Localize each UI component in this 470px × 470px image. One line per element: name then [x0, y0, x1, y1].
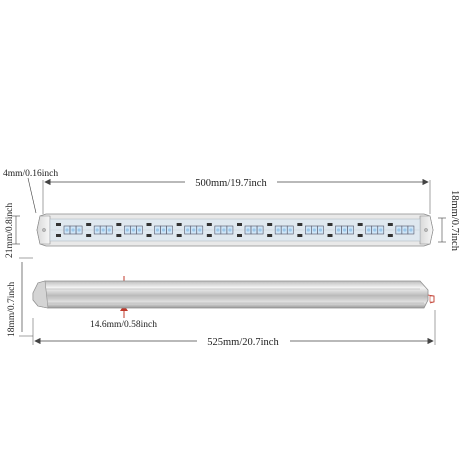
led-group [297, 223, 324, 237]
led-group [146, 223, 173, 237]
led-group [327, 223, 354, 237]
right-height-dimension: 18mm/0.7inch [438, 190, 460, 252]
led-group [387, 223, 415, 237]
led-group [56, 223, 83, 237]
total-length-dimension: 525mm/20.7inch [32, 310, 436, 348]
top-length-dimension: 500mm/19.7inch [42, 178, 431, 214]
side-height-dimension: 18mm/0.7inch [7, 257, 33, 337]
led-bar-top-view [36, 213, 434, 247]
led-group [267, 223, 294, 237]
led-group [206, 223, 234, 237]
led-group [116, 223, 143, 237]
right-height-label: 18mm/0.7inch [449, 190, 460, 252]
screw-hole-dimension: 4mm/0.16inch [3, 169, 58, 214]
total-length-label: 525mm/20.7inch [207, 337, 279, 348]
led-group [176, 223, 204, 237]
profile-width-label: 14.6mm/0.58inch [90, 320, 157, 330]
front-height-label: 21mm/0.8inch [5, 203, 15, 258]
top-length-label: 500mm/19.7inch [195, 178, 267, 189]
led-group [357, 223, 385, 237]
front-height-dimension: 21mm/0.8inch [5, 203, 20, 258]
led-strip [56, 223, 415, 237]
led-group [86, 223, 113, 237]
led-bar-side-view [32, 280, 435, 309]
screw-hole-label: 4mm/0.16inch [3, 169, 58, 179]
led-group [237, 223, 264, 237]
side-height-label: 18mm/0.7inch [7, 282, 17, 337]
